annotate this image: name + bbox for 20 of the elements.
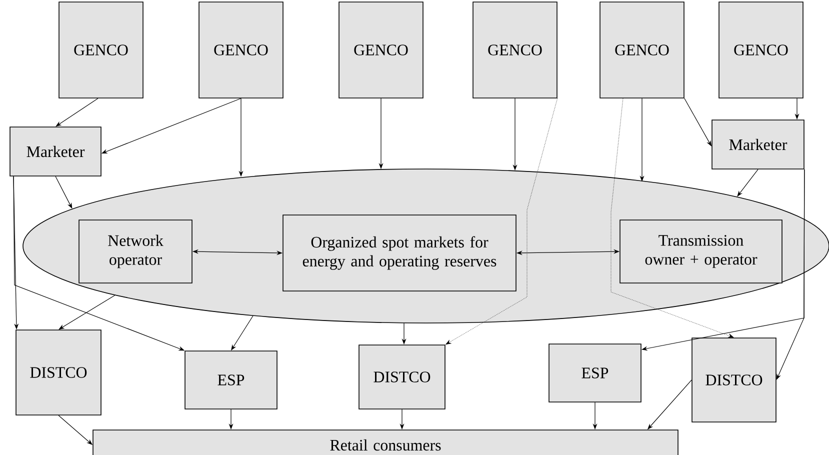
- process-box: DISTCO: [16, 330, 102, 416]
- process-box: GENCO: [338, 2, 424, 98]
- process-box: Network operator: [78, 220, 192, 284]
- process-box: Transmission owner + operator: [620, 220, 782, 284]
- process-box: ESP: [184, 350, 278, 410]
- process-box: DISTCO: [692, 338, 776, 422]
- process-box: Marketer: [712, 120, 804, 170]
- process-box: Marketer: [10, 126, 102, 176]
- process-box: Retail consumers: [92, 430, 678, 455]
- process-box: GENCO: [198, 2, 284, 98]
- process-box: GENCO: [718, 2, 804, 98]
- dotted-arrow: [610, 98, 734, 338]
- process-box: GENCO: [600, 2, 684, 98]
- process-box: GENCO: [472, 2, 558, 98]
- dotted-arrow: [446, 98, 558, 344]
- process-box: GENCO: [58, 2, 144, 98]
- process-box: DISTCO: [358, 344, 446, 410]
- arrow: [776, 169, 805, 380]
- process-box: ESP: [548, 344, 642, 402]
- process-box: Organized spot markets for energy and operating reserves: [282, 214, 516, 292]
